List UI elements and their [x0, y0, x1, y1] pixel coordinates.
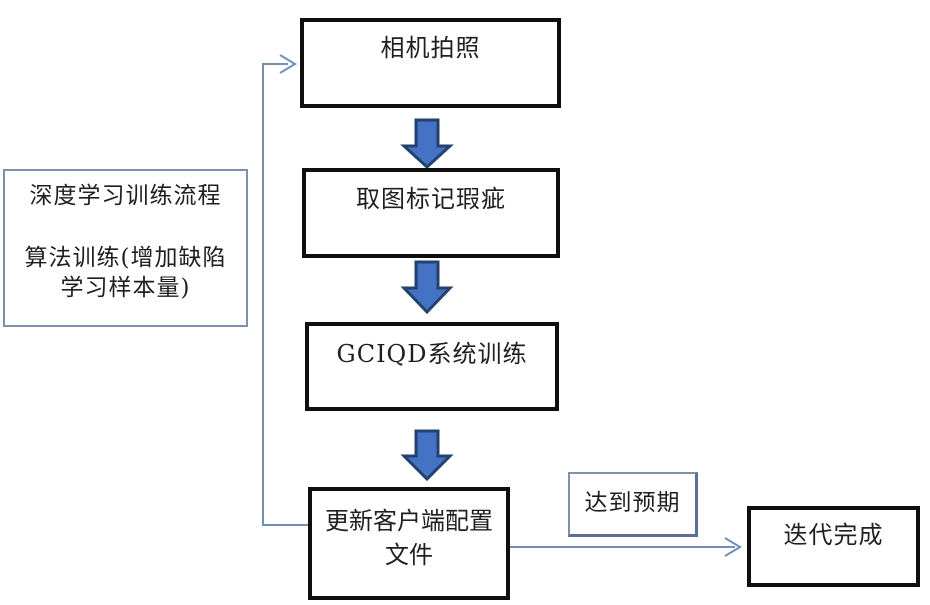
- process-box-update-config: 更新客户端配置文件: [308, 487, 510, 600]
- down-block-arrow-icon: [400, 429, 454, 482]
- process-box-label: 更新客户端配置文件: [325, 507, 493, 569]
- process-box-gciqd-training: GCIQD系统训练: [305, 322, 559, 411]
- legend-note-line: 学习样本量): [60, 275, 191, 301]
- process-box-label: 相机拍照: [380, 34, 481, 62]
- down-block-arrow-icon: [400, 118, 454, 170]
- process-box-label: GCIQD系统训练: [336, 340, 528, 368]
- process-box-mark-defects: 取图标记瑕疵: [302, 168, 560, 258]
- process-box-camera-photo: 相机拍照: [300, 18, 561, 108]
- down-block-arrow-icon: [400, 260, 454, 315]
- end-box-label: 迭代完成: [783, 521, 884, 549]
- condition-label-box: 达到预期: [568, 472, 698, 537]
- condition-label: 达到预期: [584, 490, 681, 516]
- legend-spacer: [5, 211, 246, 243]
- end-box-iteration-complete: 迭代完成: [747, 506, 920, 587]
- legend-note-line: 算法训练(增加缺陷: [24, 245, 227, 271]
- success-arrowhead-icon: [724, 537, 742, 557]
- process-box-label: 取图标记瑕疵: [356, 185, 506, 213]
- feedback-arrowhead-icon: [279, 54, 297, 74]
- legend-box-training-process: 深度学习训练流程 算法训练(增加缺陷 学习样本量): [3, 169, 248, 327]
- feedback-connector-line: [262, 63, 308, 526]
- legend-title: 深度学习训练流程: [29, 183, 222, 209]
